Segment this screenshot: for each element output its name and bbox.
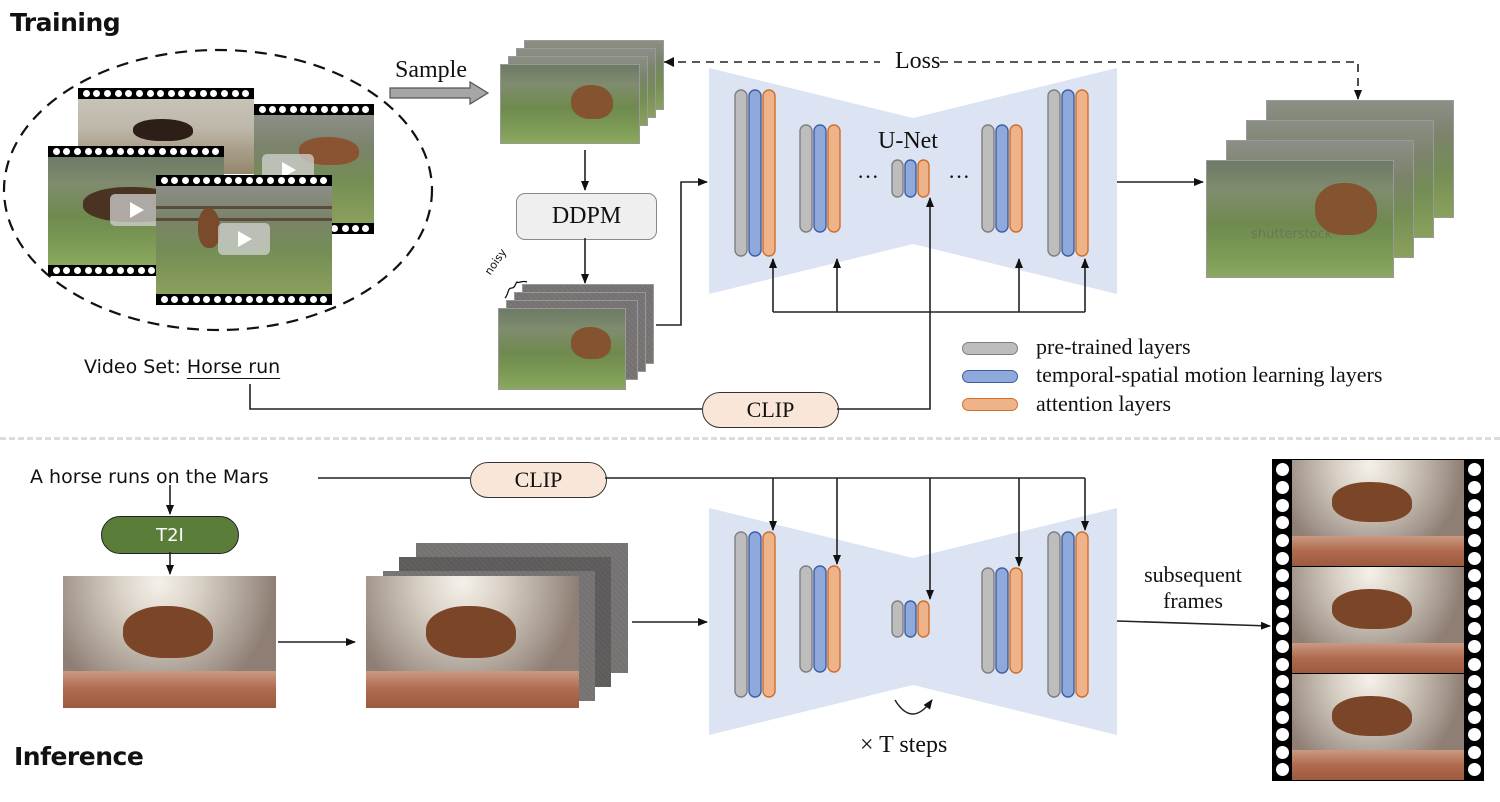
legend-swatch-motion [962, 370, 1018, 383]
unet-background-inference [709, 508, 1117, 735]
inference-dec-block-1-attention [1009, 567, 1023, 674]
ddpm-label: DDPM [551, 203, 622, 229]
legend-swatch-attention [962, 398, 1018, 411]
ellipsis-left: ··· [857, 164, 879, 189]
video-set-value: Horse run [186, 356, 281, 378]
inference-enc-block-2-motion [813, 565, 827, 673]
subsequent-line-2: frames [1163, 588, 1223, 613]
legend-swatch-pretrained [962, 342, 1018, 355]
training-clip-box: CLIP [702, 392, 839, 428]
frame-image [500, 64, 640, 144]
frame-image: shutterstock [1206, 160, 1394, 278]
legend-label-attention: attention layers [1036, 391, 1172, 416]
unet-label: U-Net [878, 128, 938, 154]
training-title: Training [10, 8, 121, 37]
legend-label-motion: temporal-spatial motion learning layers [1036, 362, 1383, 387]
watermark-text: shutterstock [1251, 227, 1333, 242]
arrow-unet-to-frames [1116, 620, 1271, 630]
clip-label: CLIP [514, 467, 563, 492]
inference-mid-block-attention [917, 600, 930, 638]
output-frame-2 [1292, 567, 1464, 673]
clip-label: CLIP [746, 397, 795, 422]
inference-enc-block-2-pretrained [799, 565, 813, 673]
inference-title: Inference [14, 742, 144, 771]
inference-dec-block-1-motion [995, 567, 1009, 674]
inference-enc-block-1-motion [748, 531, 762, 698]
unet-background [709, 68, 1117, 294]
sample-label: Sample [395, 57, 467, 83]
inference-dec-block-2-attention [1075, 531, 1089, 698]
frame-image [498, 308, 626, 390]
video-frame [156, 186, 332, 294]
legend-label-pretrained: pre-trained layers [1036, 334, 1191, 359]
sampled-frames-stack [500, 40, 670, 150]
inference-prompt: A horse runs on the Mars [30, 466, 269, 488]
inference-enc-block-2-attention [827, 565, 841, 673]
output-frames-stack: shutterstock [1206, 100, 1456, 278]
inference-enc-block-1-attention [762, 531, 776, 698]
inference-dec-block-1-pretrained [981, 567, 995, 674]
unet-label-inference: U-Net [878, 650, 938, 676]
ddpm-box: DDPM [516, 193, 657, 240]
inference-mid-block-pretrained [891, 600, 904, 638]
t2i-output-image [63, 576, 276, 708]
steps-loop-arrow [894, 699, 933, 715]
output-film-strip [1272, 459, 1484, 781]
t2i-label: T2I [156, 524, 184, 546]
section-divider [0, 437, 1500, 440]
loss-label: Loss [889, 48, 947, 75]
inference-clip-box: CLIP [470, 462, 607, 498]
ellipsis-right: ··· [948, 164, 970, 189]
inference-enc-block-1-pretrained [734, 531, 748, 698]
inference-dec-block-2-motion [1061, 531, 1075, 698]
video-set-label: Video Set: [84, 356, 181, 378]
subsequent-line-1: subsequent [1144, 562, 1242, 587]
noised-latent-stack [366, 543, 646, 713]
ellipsis-left-inference: ··· [857, 600, 879, 625]
output-frame-1 [1292, 460, 1464, 566]
inference-dec-block-2-pretrained [1047, 531, 1061, 698]
video-set-ellipse [2, 48, 434, 332]
sample-arrow [389, 80, 490, 106]
output-frame-3 [1292, 674, 1464, 780]
t2i-box: T2I [101, 516, 239, 554]
video-set-caption: Video Set: Horse run [84, 356, 280, 378]
subsequent-frames-label: subsequent frames [1128, 562, 1258, 614]
frame-image [366, 576, 579, 708]
play-icon [218, 223, 270, 255]
noisy-frames-stack [498, 284, 658, 394]
video-clip-4 [156, 175, 332, 305]
play-icon [110, 194, 162, 226]
inference-mid-block-motion [904, 600, 917, 638]
film-strip [78, 88, 254, 99]
steps-label: × T steps [860, 732, 948, 758]
ellipsis-right-inference: ··· [948, 600, 970, 625]
noisy-brace [504, 280, 528, 299]
